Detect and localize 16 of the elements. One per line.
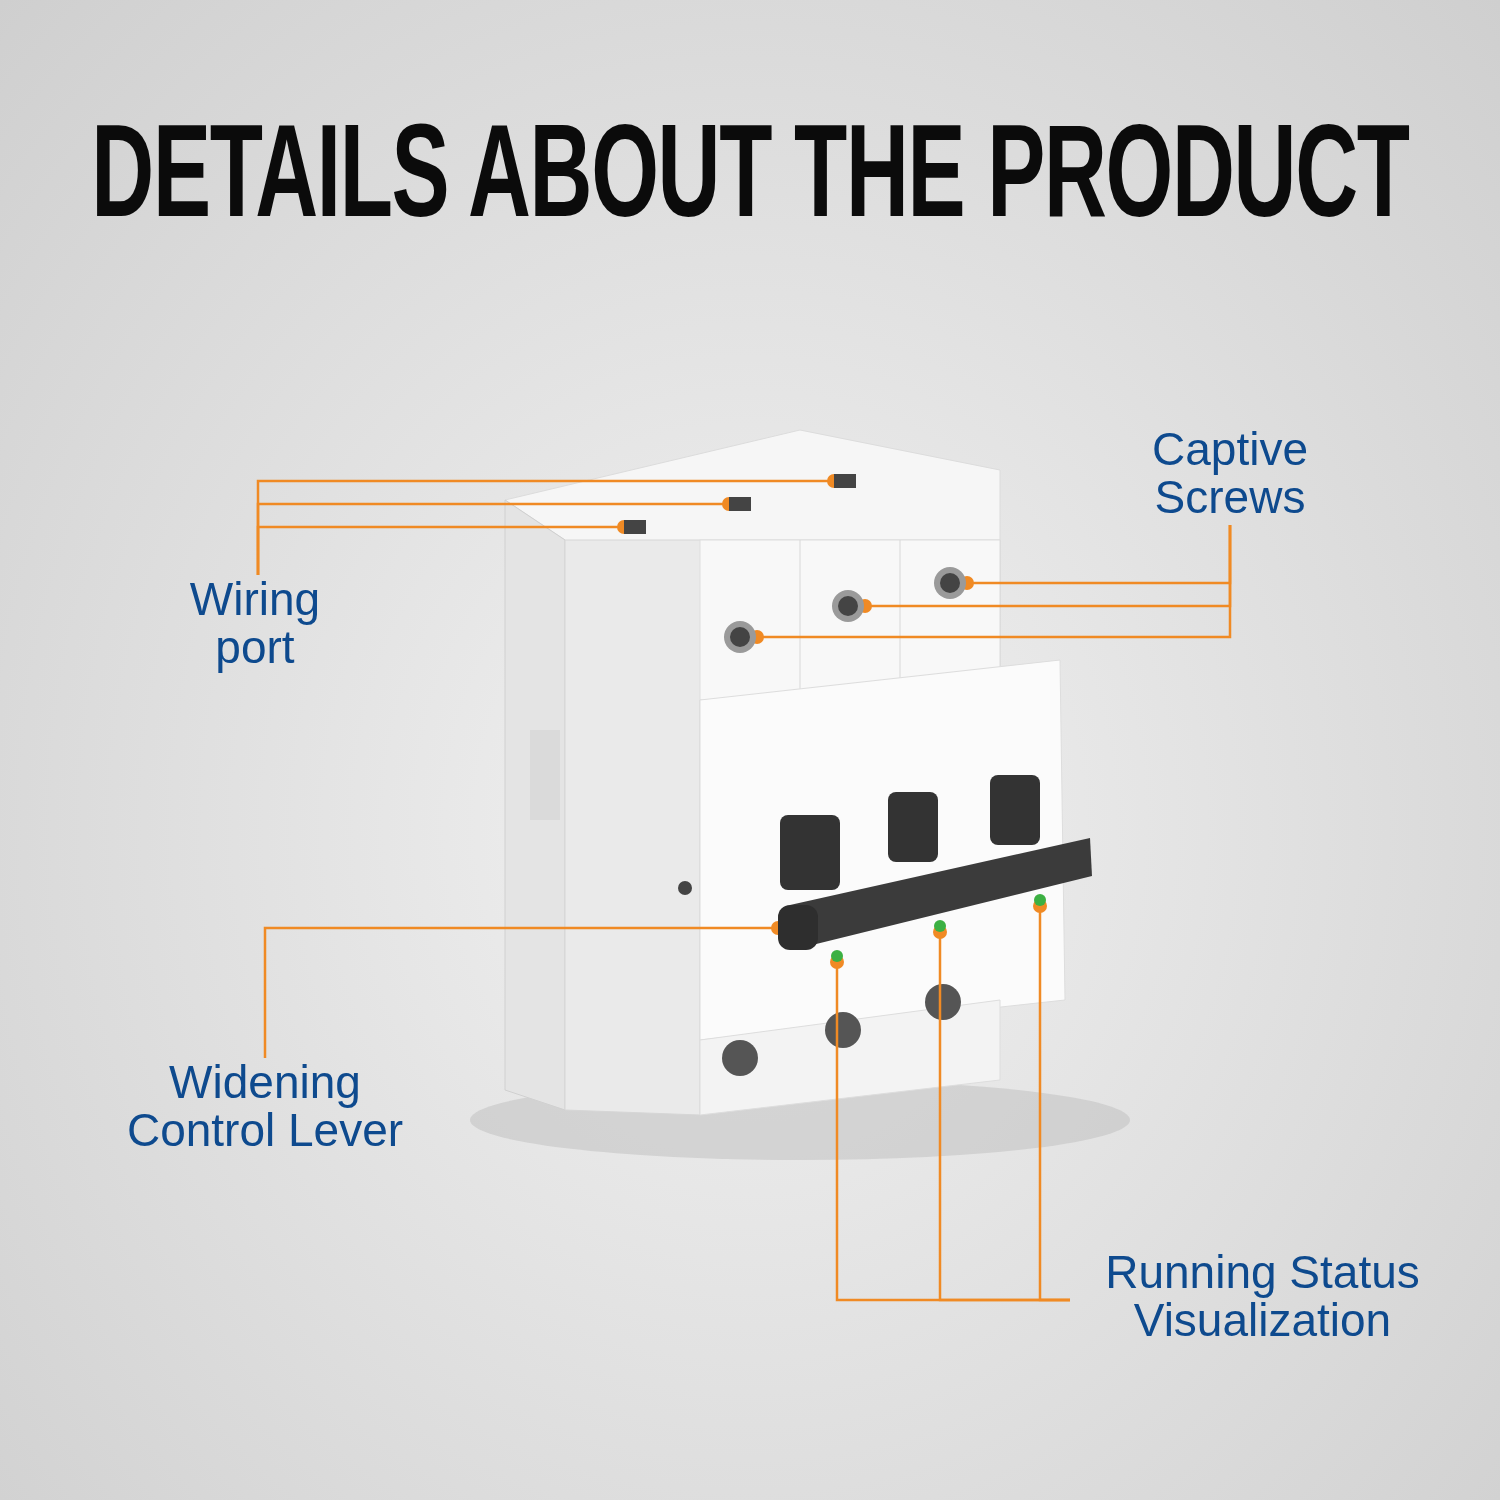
- callout-label: Captive Screws: [1120, 425, 1340, 525]
- page-title: DETAILS ABOUT THE PRODUCT: [91, 96, 1409, 246]
- terminal-screw: [933, 566, 967, 600]
- callout-label: Running Status Visualization: [1070, 1248, 1455, 1348]
- terminal-screw: [723, 620, 757, 654]
- lever-handle: [778, 905, 818, 950]
- status-indicator-light: [934, 920, 946, 932]
- status-indicator-light: [1034, 894, 1046, 906]
- callout-label: Wiring port: [160, 575, 350, 675]
- leader-line: [1033, 899, 1070, 1302]
- status-indicator-light: [831, 950, 843, 962]
- terminal-screw: [831, 589, 865, 623]
- terminal-slot: [624, 520, 646, 534]
- callout-label: Widening Control Lever: [95, 1058, 435, 1158]
- terminal-slot: [834, 474, 856, 488]
- terminal-slot: [729, 497, 751, 511]
